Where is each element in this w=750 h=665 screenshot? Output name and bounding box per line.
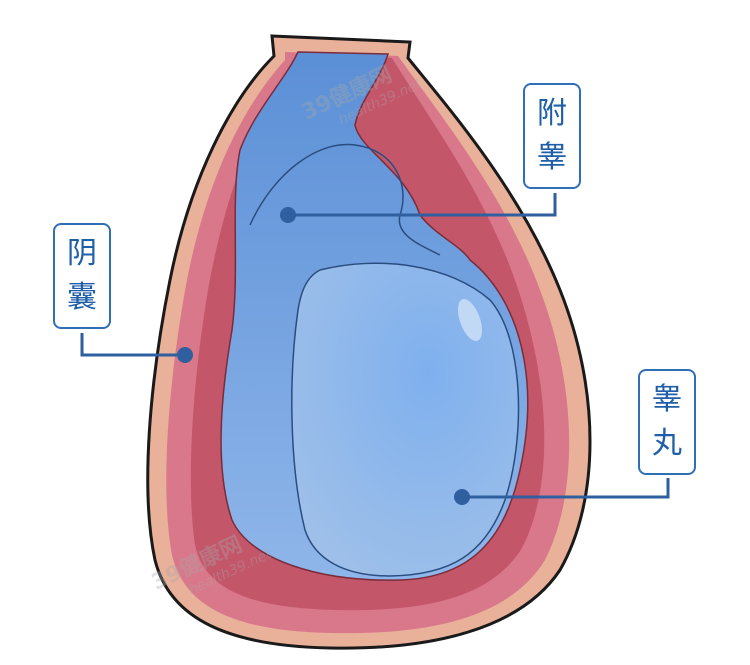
- epididymis-duct: [249, 143, 441, 256]
- testis-highlight: [457, 299, 483, 341]
- testis-pointer-dot: [454, 489, 470, 505]
- label-epididymis: 附 睾: [523, 83, 581, 189]
- leader-lines: [80, 193, 670, 499]
- epididymis-pointer-dot: [280, 207, 296, 223]
- scrotum-pointer-dot: [177, 347, 193, 363]
- testis: [291, 262, 520, 577]
- label-scrotum: 阴 囊: [53, 223, 111, 329]
- label-testis: 睾 丸: [638, 369, 696, 475]
